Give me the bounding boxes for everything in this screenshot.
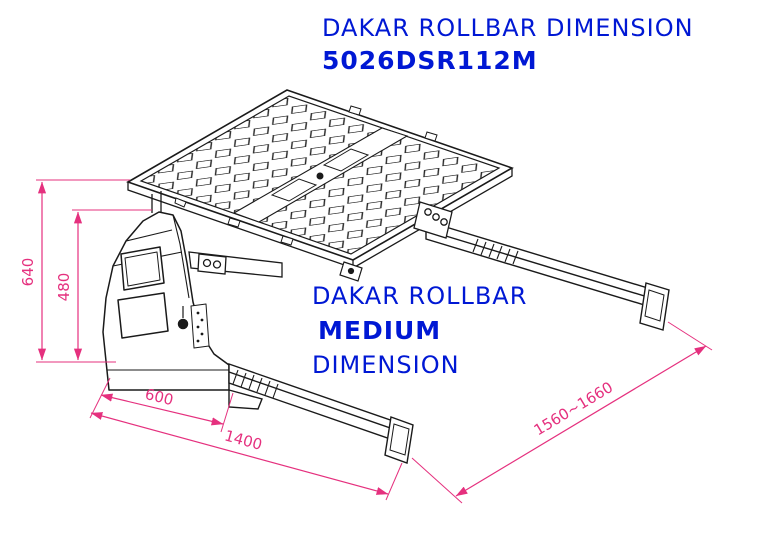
side-bracket-arm xyxy=(188,251,283,278)
dimension-lines xyxy=(36,179,713,504)
tray-support-posts xyxy=(151,191,162,213)
body-window-lower xyxy=(117,292,169,339)
tray-hinge-plate-1 xyxy=(270,178,318,202)
body-knob xyxy=(177,318,189,330)
front-rail-ladder-bracket xyxy=(232,369,279,399)
body-vent-panel xyxy=(190,303,210,349)
front-rail-foot xyxy=(228,389,263,410)
dimension-line-1400 xyxy=(90,412,389,495)
tray-hinge-bracket xyxy=(413,201,453,239)
tray-corner-bracket xyxy=(339,261,363,282)
subtitle-size: MEDIUM xyxy=(318,316,442,345)
rear-rail-ladder-bracket xyxy=(472,238,519,265)
subtitle-dimension: DIMENSION xyxy=(312,351,460,379)
dimension-line-range xyxy=(455,345,707,497)
dimension-label-640: 640 xyxy=(19,258,37,287)
drawing-title: DAKAR ROLLBAR DIMENSION xyxy=(322,14,694,42)
dimension-label-1400: 1400 xyxy=(223,426,265,453)
dimension-label-range: 1560~1660 xyxy=(531,378,616,439)
tray-hinge-plate-2 xyxy=(322,148,370,172)
drawing-model-number: 5026DSR112M xyxy=(322,46,538,75)
rollbar-body xyxy=(102,211,230,391)
dimension-label-480: 480 xyxy=(55,273,73,302)
subtitle-product: DAKAR ROLLBAR xyxy=(312,282,528,310)
rear-rail xyxy=(425,220,670,331)
